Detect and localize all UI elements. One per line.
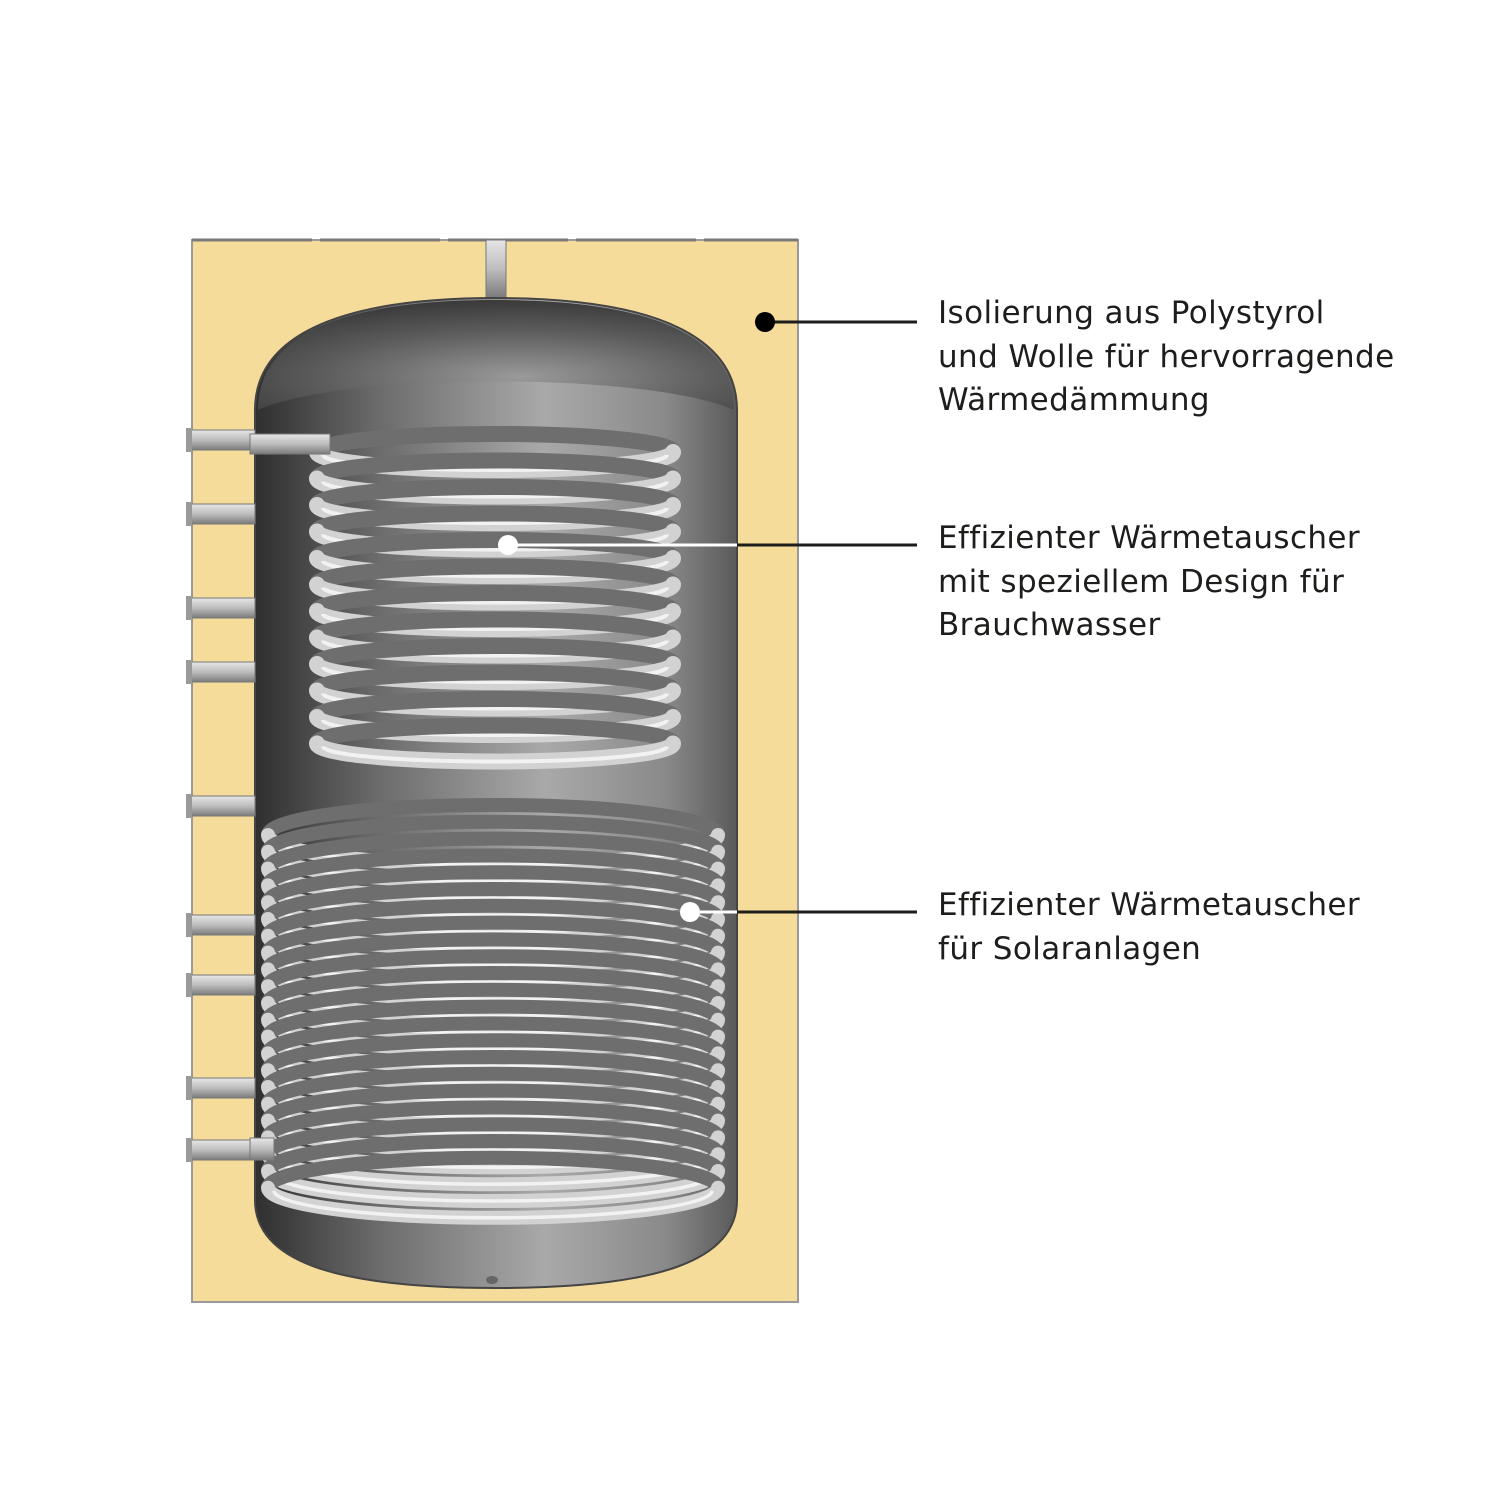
coil-turn-back — [309, 611, 681, 642]
coil-turn-back — [309, 585, 681, 616]
coil-turn-highlight — [321, 745, 669, 764]
domestic-coil-marker-dot — [498, 535, 518, 555]
coil-turn-back — [261, 814, 725, 854]
coil-turn-back — [261, 1100, 725, 1140]
coil-turn-back — [261, 798, 725, 838]
side-connection-port-cap — [186, 1076, 192, 1100]
side-connection-port — [187, 597, 256, 619]
coil-turn-back — [261, 848, 725, 888]
side-connection-port-cap — [186, 913, 192, 937]
side-connection-port — [187, 503, 256, 525]
side-connection-port-cap — [186, 660, 192, 684]
top-vent-pipe — [485, 239, 507, 299]
coil-turn-back — [309, 505, 681, 536]
coil-turn-back — [261, 1150, 725, 1190]
callout-insulation: Isolierung aus Polystyrol und Wolle für … — [938, 292, 1478, 423]
coil-turn-back — [309, 532, 681, 563]
callout-line: mit speziellem Design für — [938, 563, 1345, 600]
callout-domestic-heat-exchanger: Effizienter Wärmetauscher mit speziellem… — [938, 517, 1478, 648]
side-connection-port-cap — [186, 1138, 192, 1162]
coil-turn-back — [261, 932, 725, 972]
coil-turn-back — [261, 1117, 725, 1157]
callout-solar-heat-exchanger: Effizienter Wärmetauscher für Solaranlag… — [938, 884, 1478, 971]
callout-line: für Solaranlagen — [938, 930, 1202, 967]
coil-turn-back — [309, 691, 681, 722]
coil-turn-back — [261, 999, 725, 1039]
side-connection-port — [187, 1139, 256, 1161]
side-connection-port — [187, 429, 256, 451]
coil-turn-back — [261, 1134, 725, 1174]
coil-turn-back — [309, 638, 681, 669]
coil-turn-highlight — [272, 1190, 714, 1220]
coil-turn-back — [309, 426, 681, 457]
coil-turn-back — [309, 558, 681, 589]
coil-turn-back — [261, 1016, 725, 1056]
insulation-marker-dot — [755, 312, 775, 332]
coil-turn-back — [261, 865, 725, 905]
callout-line: Brauchwasser — [938, 607, 1161, 643]
lower-coil-inlet-pipe — [249, 1137, 275, 1161]
solar-coil-marker-dot — [680, 902, 700, 922]
upper-coil-inlet-pipe — [249, 433, 331, 455]
coil-turn-back — [261, 1033, 725, 1073]
callout-line: Isolierung aus Polystyrol — [938, 295, 1325, 331]
side-connection-port — [187, 1077, 256, 1099]
side-connection-port-cap — [186, 428, 192, 452]
side-connection-port-cap — [186, 596, 192, 620]
side-connection-ports — [186, 428, 256, 1162]
coil-turn-back — [261, 1050, 725, 1090]
coil-turn-back — [261, 1083, 725, 1123]
solar-coil — [261, 798, 725, 1225]
coil-turn-back — [309, 717, 681, 748]
side-connection-port — [187, 661, 256, 683]
coil-turn-back — [261, 1066, 725, 1106]
coil-turn-back — [309, 479, 681, 510]
side-connection-port — [187, 914, 256, 936]
callout-line: und Wolle für hervorragende — [938, 338, 1395, 375]
side-connection-port-cap — [186, 502, 192, 526]
tank-bottom-drain — [486, 1276, 498, 1284]
coil-turn-back — [261, 982, 725, 1022]
coil-turn-back — [309, 452, 681, 483]
coil-turn-back — [261, 949, 725, 989]
side-connection-port — [187, 974, 256, 996]
side-connection-port — [187, 795, 256, 817]
side-connection-port-cap — [186, 973, 192, 997]
callout-line: Effizienter Wärmetauscher — [938, 520, 1361, 556]
callout-line: Wärmedämmung — [938, 382, 1210, 418]
coil-turn-back — [309, 664, 681, 695]
coil-turn-back — [261, 966, 725, 1006]
domestic-water-coil — [309, 426, 681, 770]
coil-turn-highlight — [272, 1173, 714, 1203]
tank-dome — [258, 300, 734, 410]
side-connection-port-cap — [186, 794, 192, 818]
coil-turn-back — [261, 915, 725, 955]
callout-line: Effizienter Wärmetauscher — [938, 887, 1361, 923]
coil-turn-back — [261, 831, 725, 871]
